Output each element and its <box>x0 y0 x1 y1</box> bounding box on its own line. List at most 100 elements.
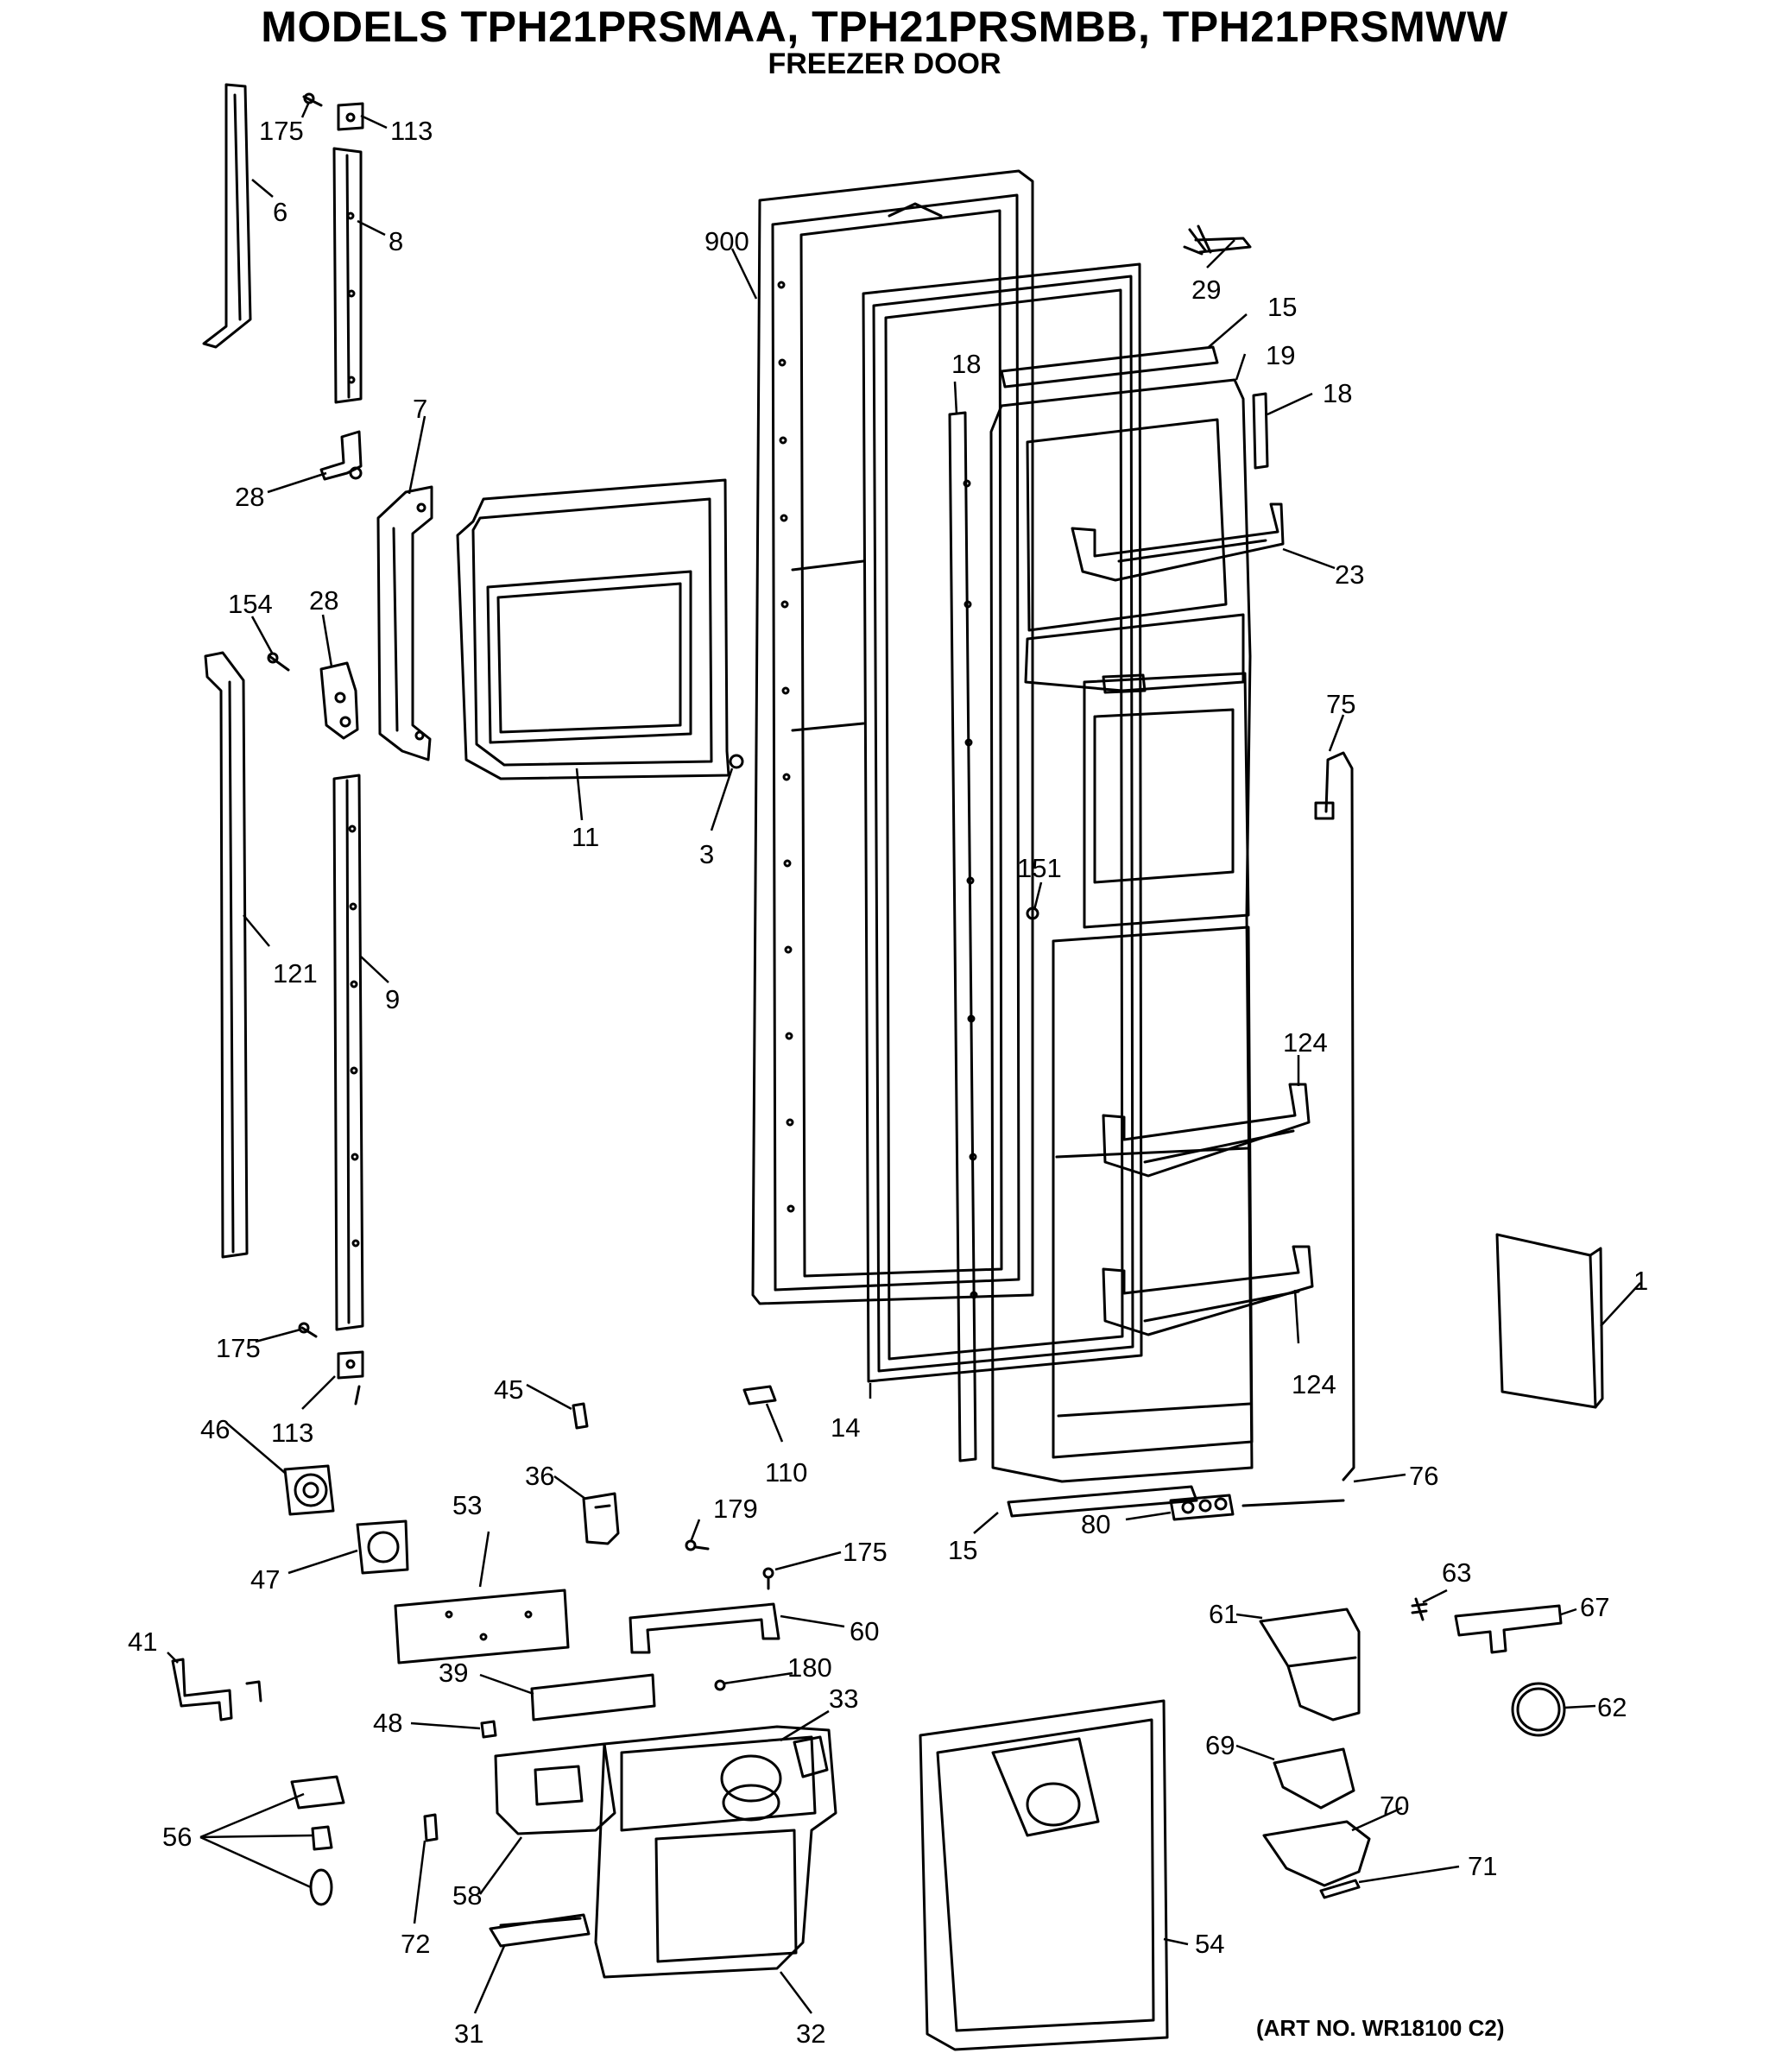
callout-1: 1 <box>1633 1266 1648 1296</box>
part-113-hinge-cap-top <box>337 102 364 131</box>
part-9-strip <box>332 774 364 1331</box>
part-61-ice-chute <box>1259 1608 1361 1721</box>
callout-31: 31 <box>454 2018 483 2049</box>
part-53-cover-plate <box>394 1589 570 1665</box>
callout-46: 46 <box>200 1414 230 1444</box>
part-151-screw <box>1026 906 1039 920</box>
callout-69: 69 <box>1205 1730 1235 1760</box>
callout-15-top: 15 <box>1267 292 1297 322</box>
art-number: (ART NO. WR18100 C2) <box>1256 2015 1505 2041</box>
part-180-screw <box>714 1679 726 1691</box>
part-31-drip-tray <box>489 1913 591 1948</box>
callout-54: 54 <box>1195 1929 1224 1959</box>
callout-28-upper: 28 <box>235 482 264 512</box>
callout-75: 75 <box>1326 689 1355 719</box>
callout-11: 11 <box>572 822 599 852</box>
part-175-screw-bottom <box>298 1322 318 1338</box>
callout-18-right: 18 <box>1323 378 1352 408</box>
part-70-door-housing <box>1262 1820 1371 1887</box>
callout-121: 121 <box>273 958 318 989</box>
callout-19: 19 <box>1266 340 1295 370</box>
part-63-spring <box>1411 1597 1428 1621</box>
part-60-actuator-bar <box>629 1602 780 1654</box>
part-23-door-shelf <box>1071 502 1285 582</box>
part-48-clip <box>480 1720 497 1739</box>
page-subtitle: FREEZER DOOR <box>768 47 1001 80</box>
part-18-liner-strip-right <box>1252 392 1269 470</box>
part-62-ring <box>1511 1682 1566 1737</box>
callout-63: 63 <box>1442 1557 1471 1588</box>
callout-72: 72 <box>401 1929 430 1959</box>
callout-113-bottom: 113 <box>271 1418 313 1448</box>
part-32-dispenser-housing <box>594 1725 837 1979</box>
part-47-switch-housing <box>356 1519 409 1575</box>
callout-76: 76 <box>1409 1461 1438 1491</box>
callout-53: 53 <box>452 1490 482 1520</box>
callout-23: 23 <box>1335 559 1364 590</box>
callout-48: 48 <box>373 1708 402 1738</box>
callout-175-bottom: 175 <box>216 1333 261 1363</box>
part-124-door-bin-lower <box>1102 1245 1314 1336</box>
callout-58: 58 <box>452 1880 482 1911</box>
callout-62: 62 <box>1597 1692 1627 1722</box>
part-33-dispenser-chute <box>793 1735 829 1778</box>
part-124-door-bin-upper <box>1102 1083 1311 1178</box>
part-8-strip <box>332 147 363 404</box>
page-title: MODELS TPH21PRSMAA, TPH21PRSMBB, TPH21PR… <box>261 3 1508 51</box>
callout-9: 9 <box>385 984 400 1014</box>
callout-41: 41 <box>128 1627 157 1657</box>
callout-3: 3 <box>699 839 714 869</box>
part-75-heater-wire <box>1314 751 1355 1481</box>
callout-151: 151 <box>1017 853 1062 883</box>
callout-15-bottom: 15 <box>948 1535 977 1565</box>
callout-179: 179 <box>713 1494 758 1524</box>
part-175-screw-middle <box>762 1567 774 1590</box>
part-175-screw-top <box>302 92 323 107</box>
part-113-hinge-cap-bottom <box>337 1350 364 1406</box>
callout-7: 7 <box>413 394 427 424</box>
part-14-door-gasket <box>862 262 1143 1383</box>
part-54-dispenser-cover <box>919 1699 1169 2051</box>
callout-56: 56 <box>162 1822 192 1852</box>
part-69-chute-door <box>1273 1747 1355 1810</box>
part-39-control-board <box>530 1673 656 1721</box>
callout-61: 61 <box>1209 1599 1238 1629</box>
callout-154: 154 <box>228 589 273 619</box>
callout-labels: 175 113 6 8 7 28 154 28 121 9 11 3 900 1… <box>128 116 1648 2049</box>
part-154-screw <box>267 652 290 672</box>
part-7-door-handle <box>376 485 433 761</box>
callout-900: 900 <box>704 226 749 256</box>
callout-113-top: 113 <box>390 116 433 146</box>
callout-124-upper: 124 <box>1283 1027 1328 1058</box>
callout-29: 29 <box>1191 275 1221 305</box>
callout-180: 180 <box>787 1652 832 1683</box>
part-76-tube <box>1241 1499 1345 1507</box>
callout-110: 110 <box>765 1457 807 1488</box>
part-11-panel-frame <box>456 478 730 780</box>
part-67-door-bracket <box>1454 1604 1563 1654</box>
callout-18-left: 18 <box>951 349 981 379</box>
part-1-owners-manual <box>1495 1233 1604 1409</box>
callout-70: 70 <box>1380 1791 1409 1821</box>
part-900-door-outer-panel <box>751 169 1034 1305</box>
leader-lines <box>167 101 1641 2014</box>
part-58-dispenser-bracket <box>494 1742 616 1835</box>
callout-39: 39 <box>439 1658 468 1688</box>
part-45-clip <box>572 1402 589 1430</box>
part-179-screw <box>685 1539 710 1551</box>
callout-71: 71 <box>1468 1851 1497 1881</box>
callout-67: 67 <box>1580 1592 1609 1622</box>
part-15-trim-bottom <box>1007 1485 1198 1518</box>
callout-8: 8 <box>389 226 403 256</box>
callout-80: 80 <box>1081 1509 1110 1539</box>
part-46-control-knob <box>283 1464 335 1516</box>
part-110-plug <box>742 1385 777 1406</box>
part-29-wire-tie <box>1183 224 1252 256</box>
callout-60: 60 <box>850 1616 879 1646</box>
callout-175-top: 175 <box>259 116 304 146</box>
part-28-bracket-upper <box>319 430 363 481</box>
part-15-trim-top <box>1000 345 1219 388</box>
callout-14: 14 <box>831 1412 860 1443</box>
callout-45: 45 <box>494 1374 523 1405</box>
